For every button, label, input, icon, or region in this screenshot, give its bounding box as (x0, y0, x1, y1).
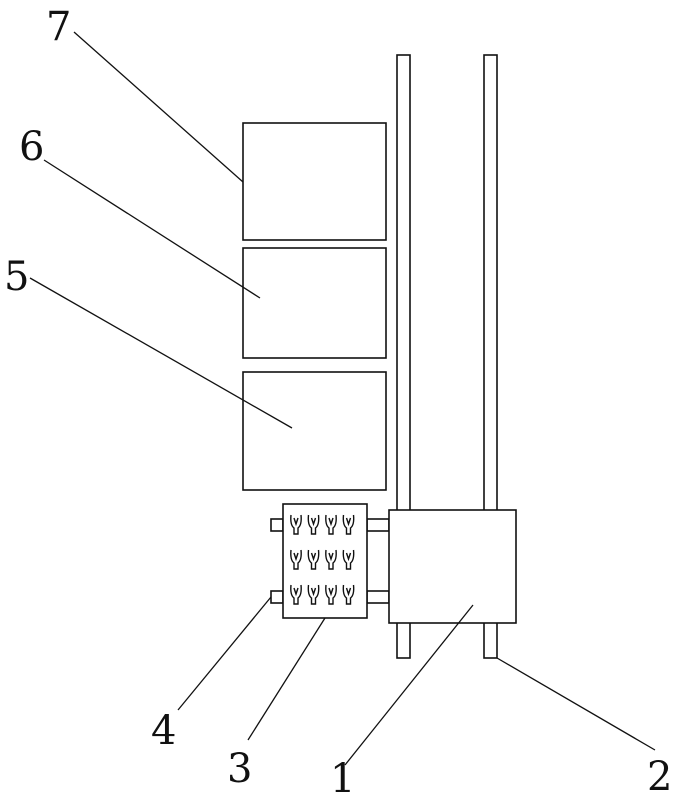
leader-4 (178, 597, 271, 710)
lower-rod (367, 591, 389, 603)
label-3: 3 (227, 746, 252, 792)
upper-pin (271, 519, 283, 531)
base-block (389, 510, 516, 623)
leader-6 (44, 160, 260, 298)
label-4: 4 (151, 708, 176, 754)
lower-pin (271, 591, 283, 603)
leader-3 (248, 618, 325, 740)
label-1: 1 (330, 756, 355, 801)
box-6 (243, 248, 386, 358)
box-7 (243, 123, 386, 240)
box-5 (243, 372, 386, 490)
label-2: 2 (647, 754, 672, 800)
label-6: 6 (19, 124, 44, 170)
leader-7 (74, 32, 243, 182)
label-5: 5 (4, 254, 29, 300)
upper-rod (367, 519, 389, 531)
leader-2 (497, 658, 655, 750)
label-7: 7 (46, 4, 71, 50)
